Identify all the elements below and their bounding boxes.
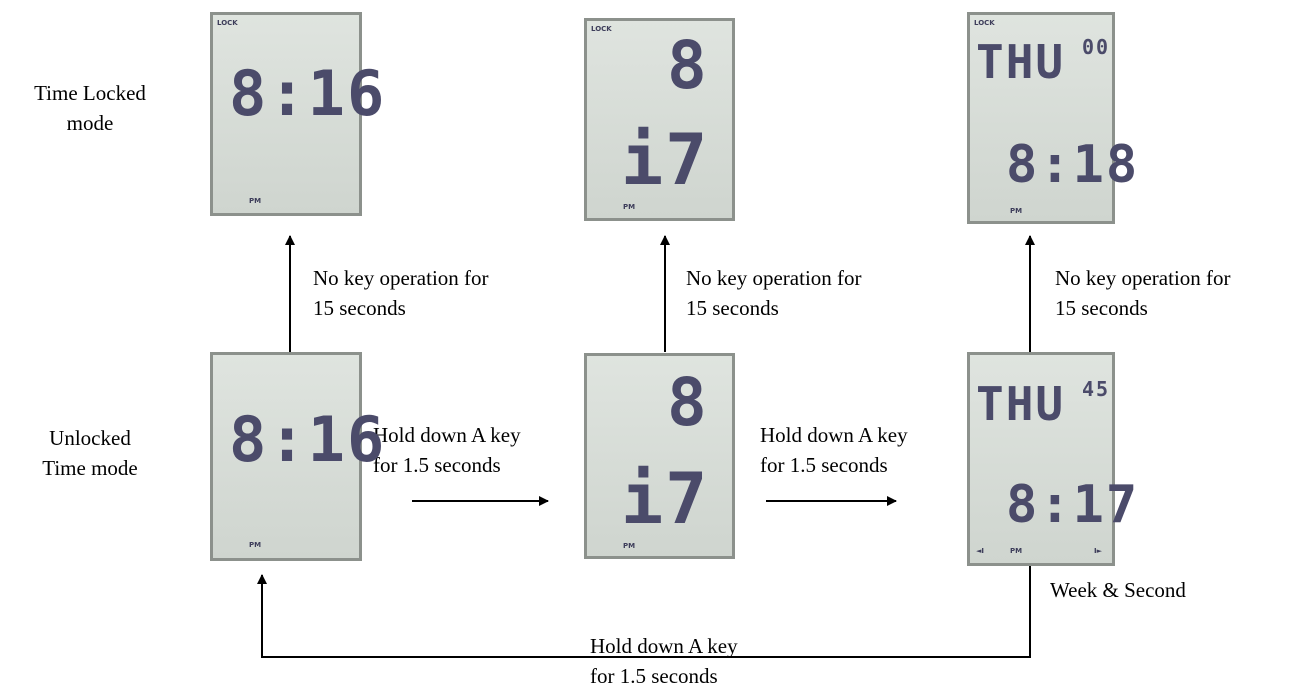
lock-indicator: LOCK [591,25,612,33]
lcd-seconds: 45 [1082,377,1111,401]
lcd-day: THU [976,35,1066,89]
pm-indicator: PM [623,542,636,550]
label-week-second: Week & Second [1050,578,1186,602]
lcd-time: 8:17 [1006,475,1140,535]
lcd-screen-locked-time: LOCK 8:16 PM [210,12,384,216]
lcd-minute: i7 [621,458,710,540]
lcd-seconds: 00 [1082,35,1111,59]
lock-indicator: LOCK [217,19,238,27]
lcd-time: 8:18 [1006,135,1140,195]
lcd-screen-locked-minutes: LOCK 8 i7 PM [584,18,735,221]
lock-indicator: LOCK [974,19,995,27]
lcd-screen-unlocked-minutes: 8 i7 PM [584,353,735,559]
left-arrow-indicator: ◄I [976,547,984,555]
lcd-hour: 8 [667,364,709,441]
lcd-screen-unlocked-week: THU 45 8:17 ◄I PM I► [967,352,1137,566]
pm-indicator: PM [623,203,636,211]
label-no-key-2: No key operation for 15 seconds [686,266,862,320]
lcd-time: 8:16 [229,57,387,130]
pm-indicator: PM [1010,547,1023,555]
pm-indicator: PM [1010,207,1023,215]
lcd-time: 8:16 [229,403,387,476]
lcd-screen-locked-week: LOCK THU 00 8:18 PM [967,12,1137,224]
lcd-screen-unlocked-time: 8:16 PM [210,352,384,561]
label-unlocked-time-mode: Unlocked Time mode [42,426,138,480]
pm-indicator: PM [249,541,262,549]
lcd-day: THU [976,377,1066,431]
label-time-locked-mode: Time Locked mode [34,81,146,135]
return-path [257,566,1031,658]
label-hold-a-2: Hold down A key for 1.5 seconds [760,423,908,477]
label-no-key-1: No key operation for 15 seconds [313,266,489,320]
label-hold-a-bottom: Hold down A key for 1.5 seconds [590,634,738,688]
right-arrow-indicator: I► [1094,547,1102,555]
lcd-hour: 8 [667,27,709,104]
pm-indicator: PM [249,197,262,205]
label-hold-a-1: Hold down A key for 1.5 seconds [373,423,521,477]
label-no-key-3: No key operation for 15 seconds [1055,266,1231,320]
lcd-minute: i7 [621,119,710,201]
